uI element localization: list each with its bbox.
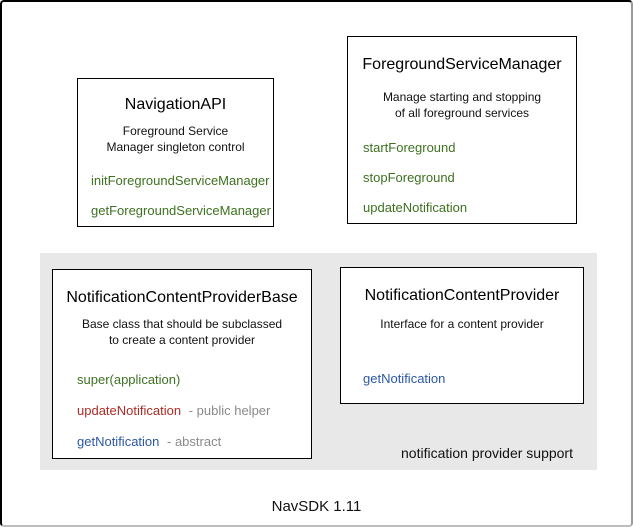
class-title-notification-content-provider-base: NotificationContentProviderBase (66, 289, 298, 306)
class-description-notification-content-provider: Interface for a content provider (380, 317, 544, 331)
method-note: - public helper (188, 403, 271, 419)
group-label: notification provider support (401, 445, 573, 461)
class-description-navigation-api: Foreground Service Manager singleton con… (106, 124, 245, 155)
method-startforeground: startForeground (363, 140, 576, 156)
method-note: - abstract (167, 434, 222, 450)
class-title-foreground-service-manager: ForegroundServiceManager (362, 56, 562, 73)
sdk-version-label: NavSDK 1.11 (271, 498, 362, 515)
method-getnotification-abstract: getNotification - abstract (77, 434, 311, 450)
method-getforegroundservicemanager: getForegroundServiceManager (91, 203, 273, 219)
class-title-navigation-api: NavigationAPI (124, 96, 227, 113)
method-updatenotification-public-helper: updateNotification - public helper (77, 403, 311, 419)
method-name: super(application) (77, 372, 181, 388)
method-list-notification-content-provider: getNotification (341, 371, 583, 387)
method-name: updateNotification (77, 403, 182, 419)
method-updatenotification: updateNotification (363, 200, 576, 216)
class-box-notification-content-provider: NotificationContentProvider Interface fo… (340, 267, 584, 404)
class-box-navigation-api: NavigationAPI Foreground Service Manager… (77, 78, 274, 227)
class-description-foreground-service-manager: Manage starting and stopping of all fore… (382, 90, 542, 121)
method-name: initForegroundServiceManager (91, 173, 270, 189)
method-getnotification: getNotification (363, 371, 583, 387)
method-stopforeground: stopForeground (363, 170, 576, 186)
class-box-foreground-service-manager: ForegroundServiceManager Manage starting… (347, 36, 577, 224)
method-list-foreground-service-manager: startForeground stopForeground updateNot… (348, 140, 576, 216)
method-name: updateNotification (363, 200, 468, 216)
class-box-notification-content-provider-base: NotificationContentProviderBase Base cla… (52, 269, 312, 459)
method-super-application: super(application) (77, 372, 311, 388)
method-name: getNotification (363, 371, 446, 387)
class-title-notification-content-provider: NotificationContentProvider (364, 287, 560, 304)
method-list-notification-content-provider-base: super(application) updateNotification - … (53, 372, 311, 450)
class-description-notification-content-provider-base: Base class that should be subclassed to … (81, 317, 283, 348)
method-list-navigation-api: initForegroundServiceManager getForegrou… (78, 173, 273, 219)
method-name: stopForeground (363, 170, 455, 186)
method-name: startForeground (363, 140, 456, 156)
method-name: getForegroundServiceManager (91, 203, 271, 219)
method-initforegroundservicemanager: initForegroundServiceManager (91, 173, 273, 189)
method-name: getNotification (77, 434, 160, 450)
